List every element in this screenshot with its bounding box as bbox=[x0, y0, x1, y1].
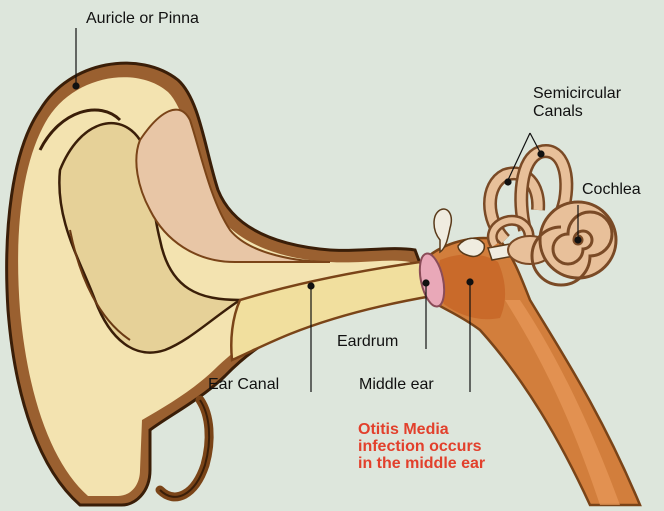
leader-middle-ear-dot bbox=[467, 279, 473, 285]
leader-auricle-dot bbox=[73, 83, 79, 89]
label-eardrum: Eardrum bbox=[337, 333, 398, 351]
leader-eardrum-dot bbox=[423, 280, 429, 286]
label-ear-canal: Ear Canal bbox=[208, 376, 279, 394]
label-semicircular-line1: Semicircular bbox=[533, 85, 621, 103]
leader-canals-dot-a bbox=[505, 179, 511, 185]
leader-canals-dot-b bbox=[538, 151, 544, 157]
note-line-3: in the middle ear bbox=[358, 455, 485, 472]
label-cochlea: Cochlea bbox=[582, 181, 641, 199]
otitis-media-note: Otitis Media infection occurs in the mid… bbox=[358, 421, 485, 472]
note-line-1: Otitis Media bbox=[358, 421, 485, 438]
note-line-2: infection occurs bbox=[358, 438, 485, 455]
leader-cochlea-dot bbox=[575, 237, 581, 243]
leader-ear-canal-dot bbox=[308, 283, 314, 289]
label-auricle: Auricle or Pinna bbox=[86, 10, 199, 28]
label-semicircular-line2: Canals bbox=[533, 103, 583, 121]
label-middle-ear: Middle ear bbox=[359, 376, 434, 394]
